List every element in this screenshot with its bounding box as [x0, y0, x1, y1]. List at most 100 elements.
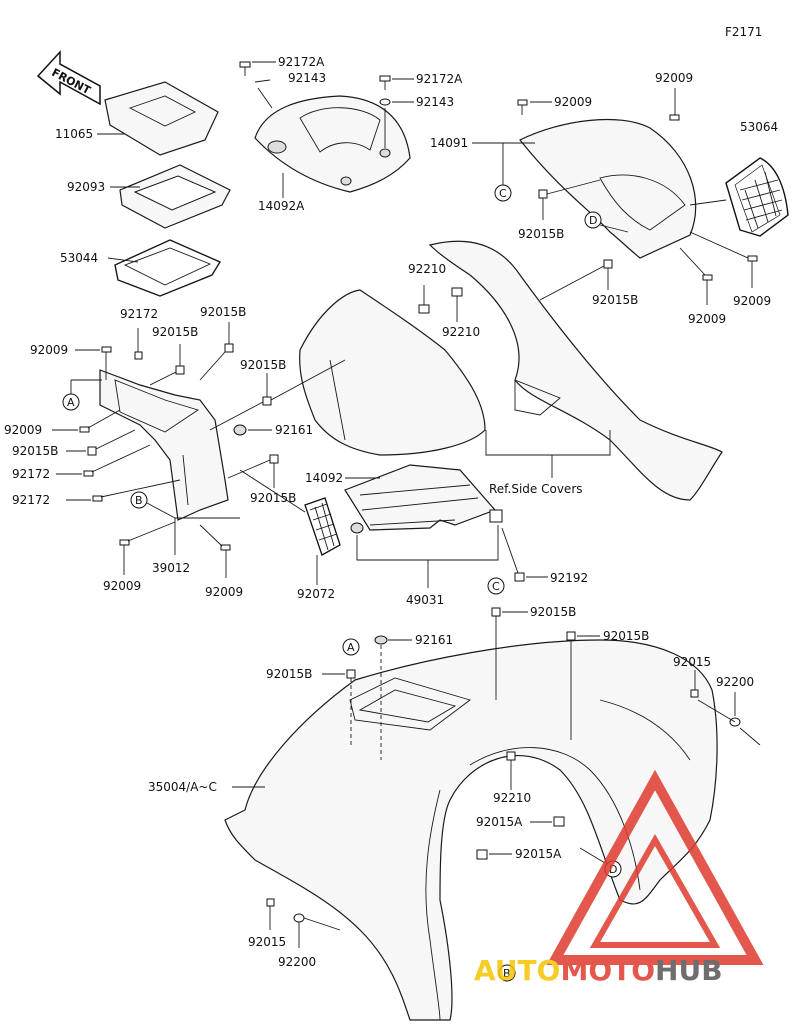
- label-92009-top2: 92009: [655, 71, 693, 85]
- grommet-icon: [603, 259, 613, 269]
- label-92009-top1: 92009: [554, 95, 592, 109]
- screw-icon: [134, 351, 143, 360]
- screw-icon: [702, 274, 713, 281]
- svg-text:AUTOMOTOHUB: AUTOMOTOHUB: [474, 954, 723, 987]
- screw-icon: [690, 689, 699, 698]
- screw-icon: [669, 114, 680, 121]
- label-49031: 49031: [406, 593, 444, 607]
- nut-icon: [553, 816, 565, 827]
- label-92172-2: 92172: [12, 467, 50, 481]
- cap-icon: [233, 424, 247, 436]
- screw-icon: [379, 75, 391, 90]
- screw-icon: [220, 544, 231, 551]
- label-11065: 11065: [55, 127, 93, 141]
- label-14092A: 14092A: [258, 199, 305, 213]
- label-92143-1: 92143: [288, 71, 326, 85]
- label-92200-b: 92200: [278, 955, 316, 969]
- clip-icon: [418, 304, 430, 314]
- cap-icon: [374, 635, 388, 645]
- part-14092: [344, 464, 497, 531]
- label-92172A-1: 92172A: [278, 55, 325, 69]
- label-92015: 92015: [673, 655, 711, 669]
- clip-icon: [451, 287, 463, 297]
- side-cover-left: [299, 289, 486, 456]
- svg-text:C: C: [492, 580, 500, 593]
- washer-icon: [293, 913, 305, 923]
- label-92210-1: 92210: [408, 262, 446, 276]
- grommet-icon: [538, 189, 548, 199]
- label-92015A-2: 92015A: [515, 847, 562, 861]
- front-arrow-icon: FRONT: [36, 50, 101, 106]
- part-39012: [99, 369, 229, 521]
- label-92200: 92200: [716, 675, 754, 689]
- label-92172A-2: 92172A: [416, 72, 463, 86]
- grommet-icon: [566, 631, 576, 641]
- label-35004: 35004/A~C: [148, 780, 217, 794]
- label-92072: 92072: [297, 587, 335, 601]
- label-39012: 39012: [152, 561, 190, 575]
- svg-text:B: B: [135, 494, 143, 507]
- svg-text:A: A: [347, 641, 355, 654]
- figure-code: F2171: [725, 25, 762, 39]
- callout-c-lower: C: [487, 577, 505, 595]
- callout-a-lower: A: [342, 638, 360, 656]
- label-92009-b1: 92009: [103, 579, 141, 593]
- bumper-icon: [350, 522, 364, 534]
- grommet-icon: [262, 396, 272, 406]
- label-92015B-b: 92015B: [200, 305, 246, 319]
- grommet-icon: [224, 343, 234, 353]
- part-14091: [519, 118, 697, 259]
- callout-b: B: [130, 491, 148, 509]
- screw-icon: [266, 898, 275, 907]
- label-92015B-a: 92015B: [152, 325, 198, 339]
- label-53044: 53044: [60, 251, 98, 265]
- screw-icon: [239, 61, 251, 76]
- part-53044: [114, 239, 222, 297]
- callout-d: D: [584, 211, 602, 229]
- clip-icon: [506, 751, 516, 761]
- washer-icon: [379, 98, 391, 106]
- label-92009-b2: 92009: [205, 585, 243, 599]
- screw-icon: [517, 99, 528, 115]
- label-92015B-top2: 92015B: [592, 293, 638, 307]
- label-92015B-top1: 92015B: [518, 227, 564, 241]
- latch-icon: [489, 509, 503, 523]
- label-92015B-h: 92015B: [266, 667, 312, 681]
- screw-icon: [119, 539, 130, 546]
- callout-a: A: [62, 393, 80, 411]
- screw-icon: [79, 426, 90, 433]
- grommet-icon: [87, 446, 97, 456]
- label-92009-r2: 92009: [733, 294, 771, 308]
- label-92009-l1: 92009: [30, 343, 68, 357]
- screw-icon: [747, 255, 758, 262]
- grommet-icon: [175, 365, 185, 375]
- label-14092: 14092: [305, 471, 343, 485]
- label-92161-2: 92161: [415, 633, 453, 647]
- label-92015-b: 92015: [248, 935, 286, 949]
- part-53064: [725, 157, 789, 237]
- watermark-part1: AUTO: [474, 954, 560, 987]
- label-92172-1: 92172: [120, 307, 158, 321]
- label-92015B-d: 92015B: [12, 444, 58, 458]
- label-92009-r1: 92009: [688, 312, 726, 326]
- label-53064: 53064: [740, 120, 778, 134]
- label-92210-3: 92210: [493, 791, 531, 805]
- svg-text:C: C: [499, 187, 507, 200]
- label-92172-3: 92172: [12, 493, 50, 507]
- svg-text:D: D: [589, 214, 597, 227]
- grommet-icon: [346, 669, 356, 679]
- screw-icon: [101, 346, 112, 353]
- nut-icon: [476, 849, 488, 860]
- part-92093: [119, 164, 231, 229]
- label-92161-1: 92161: [275, 423, 313, 437]
- svg-text:D: D: [609, 863, 617, 876]
- watermark-part2: MOTO: [560, 954, 655, 987]
- watermark-logo: AUTOMOTOHUB: [474, 769, 764, 987]
- callout-c: C: [494, 184, 512, 202]
- label-92093: 92093: [67, 180, 105, 194]
- label-92015B-g: 92015B: [603, 629, 649, 643]
- callout-b-lower: B: [498, 964, 516, 982]
- reference-note: Ref.Side Covers: [489, 482, 583, 496]
- part-92072: [304, 497, 341, 556]
